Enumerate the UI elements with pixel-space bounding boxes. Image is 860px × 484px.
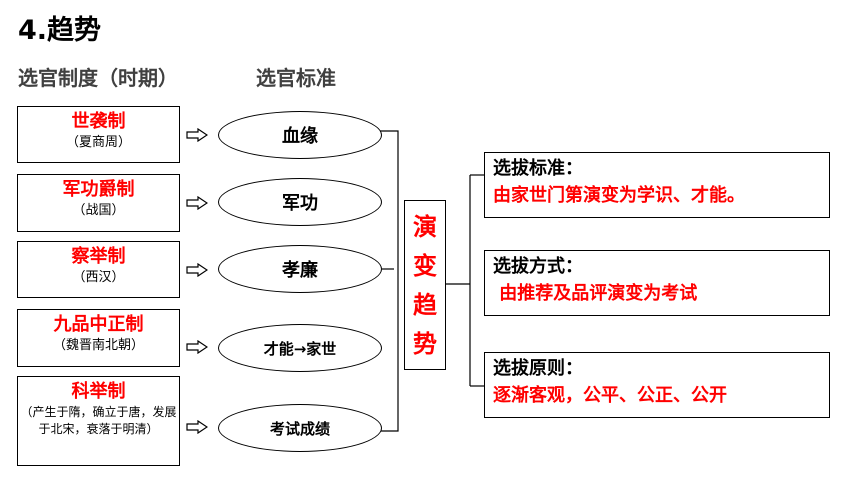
result-body: 由推荐及品评演变为考试 bbox=[493, 283, 698, 304]
trend-char: 变 bbox=[413, 251, 437, 280]
system-name: 九品中正制 bbox=[53, 314, 144, 335]
standard-label: 才能→家世 bbox=[263, 339, 337, 358]
system-name: 科举制 bbox=[71, 381, 126, 402]
system-box-jungong: 军功爵制 （战国） bbox=[17, 174, 180, 232]
result-box-method: 选拔方式： 由推荐及品评演变为考试 bbox=[484, 250, 830, 316]
header-standard: 选官标准 bbox=[256, 66, 336, 90]
right-arrow-icon bbox=[186, 196, 208, 210]
trend-char: 演 bbox=[413, 212, 437, 241]
standard-label: 血缘 bbox=[282, 126, 318, 147]
right-arrow-icon bbox=[186, 128, 208, 142]
system-name: 军功爵制 bbox=[62, 179, 135, 200]
system-name: 世袭制 bbox=[71, 111, 126, 132]
standard-ellipse-jiashi: 才能→家世 bbox=[218, 324, 382, 372]
standard-ellipse-xiaolian: 孝廉 bbox=[218, 245, 382, 293]
trend-char: 趋 bbox=[413, 290, 437, 319]
result-body: 由家世门第演变为学识、才能。 bbox=[493, 185, 745, 206]
standard-label: 军功 bbox=[282, 193, 318, 214]
system-period: （产生于隋，确立于唐，发展于北宋，衰落于明清） bbox=[20, 405, 177, 436]
result-body: 逐渐客观，公平、公正、公开 bbox=[493, 385, 727, 406]
result-box-principle: 选拔原则： 逐渐客观，公平、公正、公开 bbox=[484, 352, 830, 418]
system-box-jiupin: 九品中正制 （魏晋南北朝） bbox=[17, 309, 180, 367]
result-title: 选拔方式： bbox=[493, 256, 583, 277]
result-box-standard: 选拔标准： 由家世门第演变为学识、才能。 bbox=[484, 152, 830, 218]
bracket-standards bbox=[375, 130, 399, 432]
standard-ellipse-xueyuan: 血缘 bbox=[218, 111, 382, 159]
system-box-chaju: 察举制 （西汉） bbox=[17, 241, 180, 298]
standard-ellipse-kaoshi: 考试成绩 bbox=[218, 404, 382, 452]
result-title: 选拔原则： bbox=[493, 358, 583, 379]
standard-label: 孝廉 bbox=[282, 260, 318, 281]
page-title: 4.趋势 bbox=[18, 15, 102, 46]
system-period: （西汉） bbox=[72, 270, 125, 285]
system-box-shixi: 世袭制 （夏商周） bbox=[17, 106, 180, 163]
trend-box: 演 变 趋 势 bbox=[404, 200, 446, 370]
standard-ellipse-jungong: 军功 bbox=[218, 178, 382, 226]
standard-label: 考试成绩 bbox=[269, 419, 330, 438]
system-name: 察举制 bbox=[71, 246, 126, 267]
right-arrow-icon bbox=[186, 263, 208, 277]
right-arrow-icon bbox=[186, 340, 208, 354]
system-period: （夏商周） bbox=[65, 135, 131, 150]
right-arrow-icon bbox=[186, 420, 208, 434]
system-period: （战国） bbox=[72, 203, 125, 218]
system-box-keju: 科举制 （产生于隋，确立于唐，发展于北宋，衰落于明清） bbox=[17, 376, 180, 466]
system-period: （魏晋南北朝） bbox=[52, 338, 144, 353]
result-title: 选拔标准： bbox=[493, 158, 583, 179]
header-system: 选官制度（时期） bbox=[18, 66, 178, 90]
trend-char: 势 bbox=[413, 329, 437, 358]
